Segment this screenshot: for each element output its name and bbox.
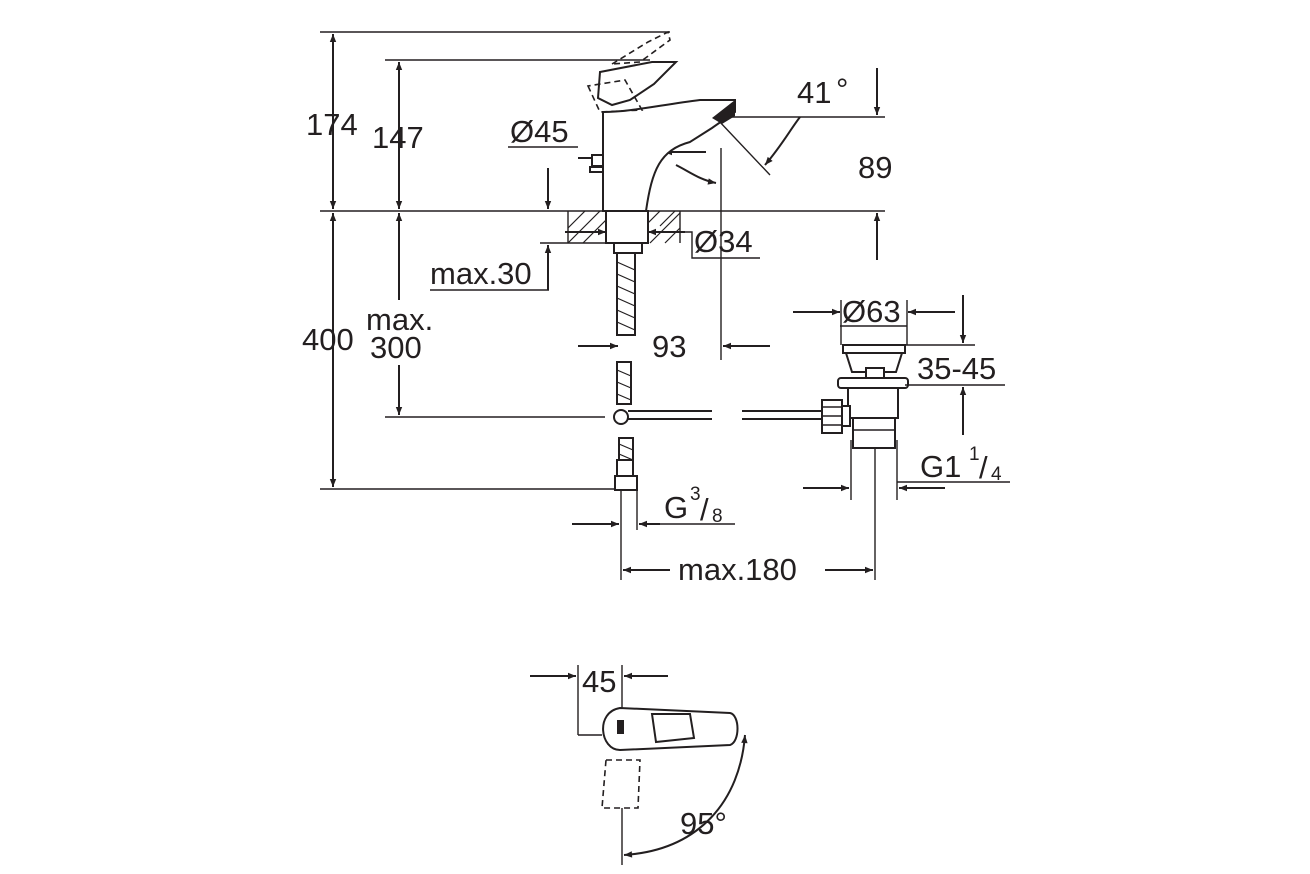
dim-arc-95 [623, 734, 748, 858]
dim-leader-34 [680, 231, 760, 259]
dim-supply-thread: G [664, 490, 688, 525]
top-view: 45 95° [530, 664, 748, 865]
dim-spout-to-hole: 93 [652, 329, 686, 364]
dim-lever-rotation: 95° [680, 806, 727, 841]
dim-hole-diameter: Ø34 [694, 224, 753, 259]
dim-body-diameter: Ø45 [510, 114, 569, 149]
dim-spout-height: 147 [372, 120, 424, 155]
pull-rod [628, 410, 822, 420]
deck-hatch [567, 210, 681, 244]
dim-pull-rod: max.180 [678, 552, 797, 587]
dim-hose-max-value: 300 [370, 330, 422, 365]
top-view-aerator [617, 720, 624, 734]
dim-waste-thread: G1 [920, 449, 961, 484]
dim-spout-angle: 41 [797, 75, 831, 110]
faucet-body [586, 30, 736, 212]
dim-waste-thread-num: 1 [969, 444, 980, 465]
dim-arc-flow [675, 164, 717, 185]
dim-deck-thickness: max.30 [430, 256, 532, 291]
dim-lever-offset: 45 [582, 664, 616, 699]
dim-waste-diameter: Ø63 [842, 294, 901, 329]
side-view: 174 147 400 max. 300 Ø45 max.30 [302, 30, 1010, 587]
spout-angle-line [717, 119, 771, 176]
supply-hose [613, 361, 638, 580]
dim-total-height: 174 [306, 107, 358, 142]
dim-waste-thread-den: 4 [991, 464, 1002, 485]
waste-fitting [821, 344, 909, 449]
dim-below-deck: 400 [302, 322, 354, 357]
dim-waste-thread-slash: / [979, 450, 988, 485]
dim-supply-thread-den: 8 [712, 506, 723, 527]
top-view-lever-rotated [601, 759, 641, 809]
dim-arc-41 [764, 116, 801, 166]
dim-supply-thread-num: 3 [690, 484, 701, 505]
dim-hose-max-label: max. [366, 302, 433, 337]
top-view-lever [650, 713, 696, 744]
dim-supply-thread-slash: / [700, 492, 709, 527]
dim-spout-angle-unit: ° [836, 72, 848, 107]
dim-spout-reach: 89 [858, 150, 892, 185]
faucet-shank [605, 210, 649, 336]
dim-waste-height: 35-45 [917, 351, 996, 386]
